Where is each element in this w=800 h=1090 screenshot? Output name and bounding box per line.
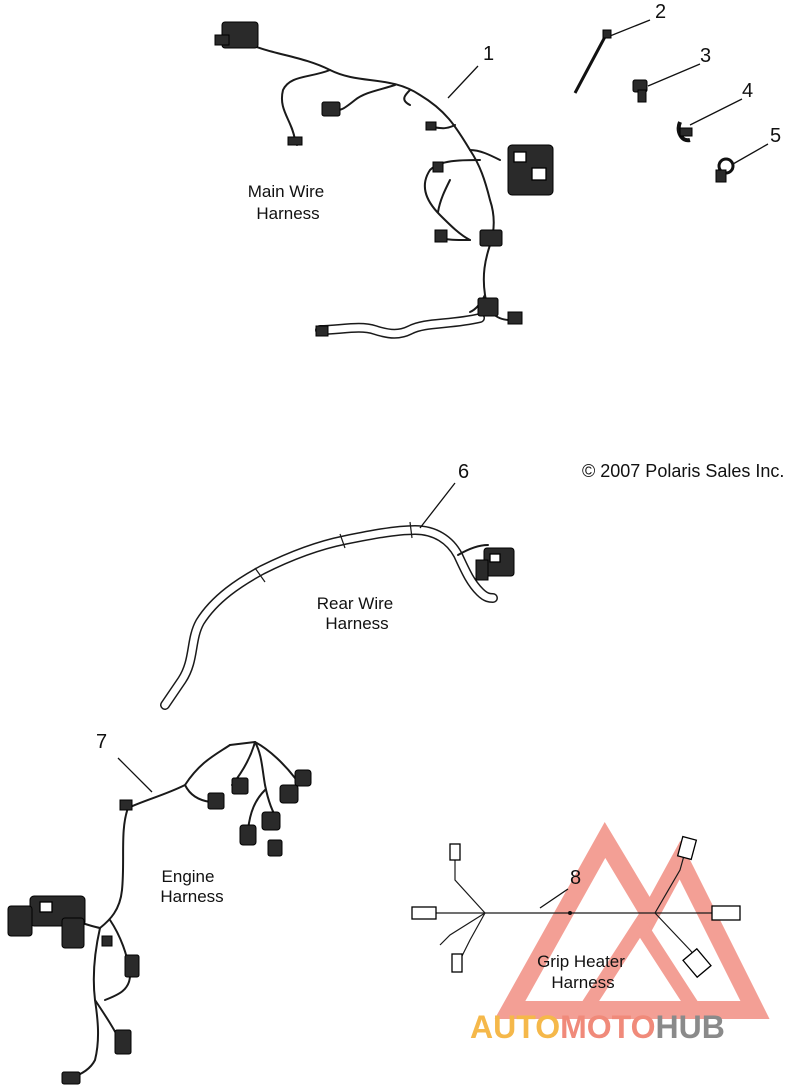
engine-harness — [7, 741, 312, 1085]
engine-harness-label-line1: Engine — [162, 867, 215, 886]
rear-harness-label-line1: Rear Wire — [317, 594, 394, 613]
watermark-auto: AUTO — [470, 1009, 560, 1045]
grip-heater-harness — [411, 835, 741, 979]
grip-heater-label-line1: Grip Heater — [537, 952, 625, 971]
callout-8: 8 — [570, 867, 581, 889]
watermark-moto: MOTO — [560, 1009, 655, 1045]
copyright-text: © 2007 Polaris Sales Inc. — [582, 461, 784, 481]
rear-wire-harness — [160, 521, 515, 710]
watermark-hub: HUB — [655, 1009, 724, 1045]
part-5-clip — [715, 157, 735, 183]
part-4-clip — [676, 121, 693, 143]
engine-harness-label-line2: Harness — [160, 887, 223, 906]
callout-4: 4 — [742, 80, 753, 102]
callout-2: 2 — [655, 1, 666, 23]
callout-5: 5 — [770, 125, 781, 147]
part-2-cable-tie — [573, 29, 612, 94]
main-harness-label-line2: Harness — [256, 204, 319, 223]
leader-lines — [117, 19, 769, 909]
rear-harness-label-line2: Harness — [325, 614, 388, 633]
callout-1: 1 — [483, 43, 494, 65]
callout-6: 6 — [458, 461, 469, 483]
main-wire-harness — [214, 21, 554, 339]
watermark-text: AUTOMOTOHUB — [470, 1009, 725, 1045]
main-harness-label-line1: Main Wire — [248, 182, 325, 201]
callout-7: 7 — [96, 731, 107, 753]
part-3-clip — [632, 79, 648, 103]
watermark-logo — [494, 822, 770, 1019]
grip-heater-label-line2: Harness — [551, 973, 614, 992]
callout-3: 3 — [700, 45, 711, 67]
